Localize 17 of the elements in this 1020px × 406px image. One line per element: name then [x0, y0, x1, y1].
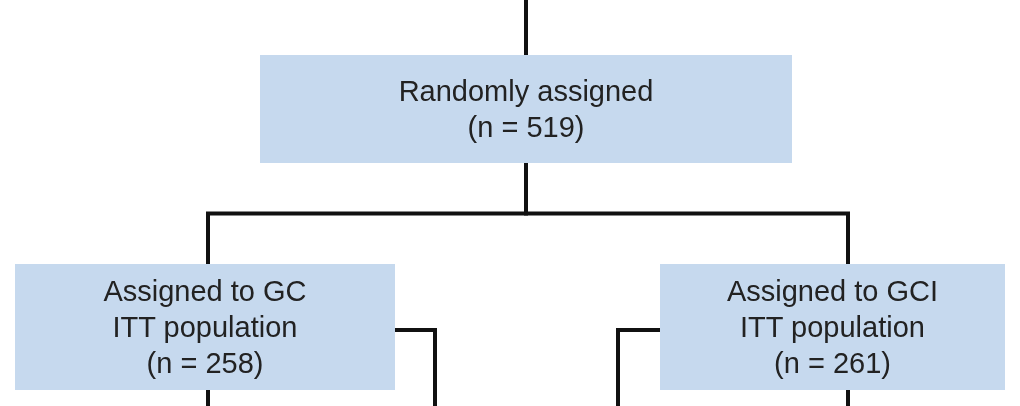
box-text: Assigned to GCI: [726, 274, 939, 309]
box-text: Randomly assigned: [398, 74, 654, 109]
box-text: Assigned to GC: [103, 274, 307, 309]
connector-line: [395, 328, 437, 406]
connector-line: [524, 163, 850, 264]
box-text: (n = 258): [146, 346, 264, 381]
connector-line: [206, 390, 210, 406]
process-box: [15, 264, 395, 390]
connector-line: [616, 328, 660, 406]
box-text: ITT population: [740, 310, 925, 345]
process-box: [260, 55, 792, 163]
box-text: ITT population: [112, 310, 298, 345]
box-text: (n = 261): [774, 346, 891, 381]
connector-line: [846, 390, 850, 406]
connector-line: [524, 0, 528, 55]
process-box: [660, 264, 1005, 390]
box-text: (n = 519): [467, 110, 585, 145]
